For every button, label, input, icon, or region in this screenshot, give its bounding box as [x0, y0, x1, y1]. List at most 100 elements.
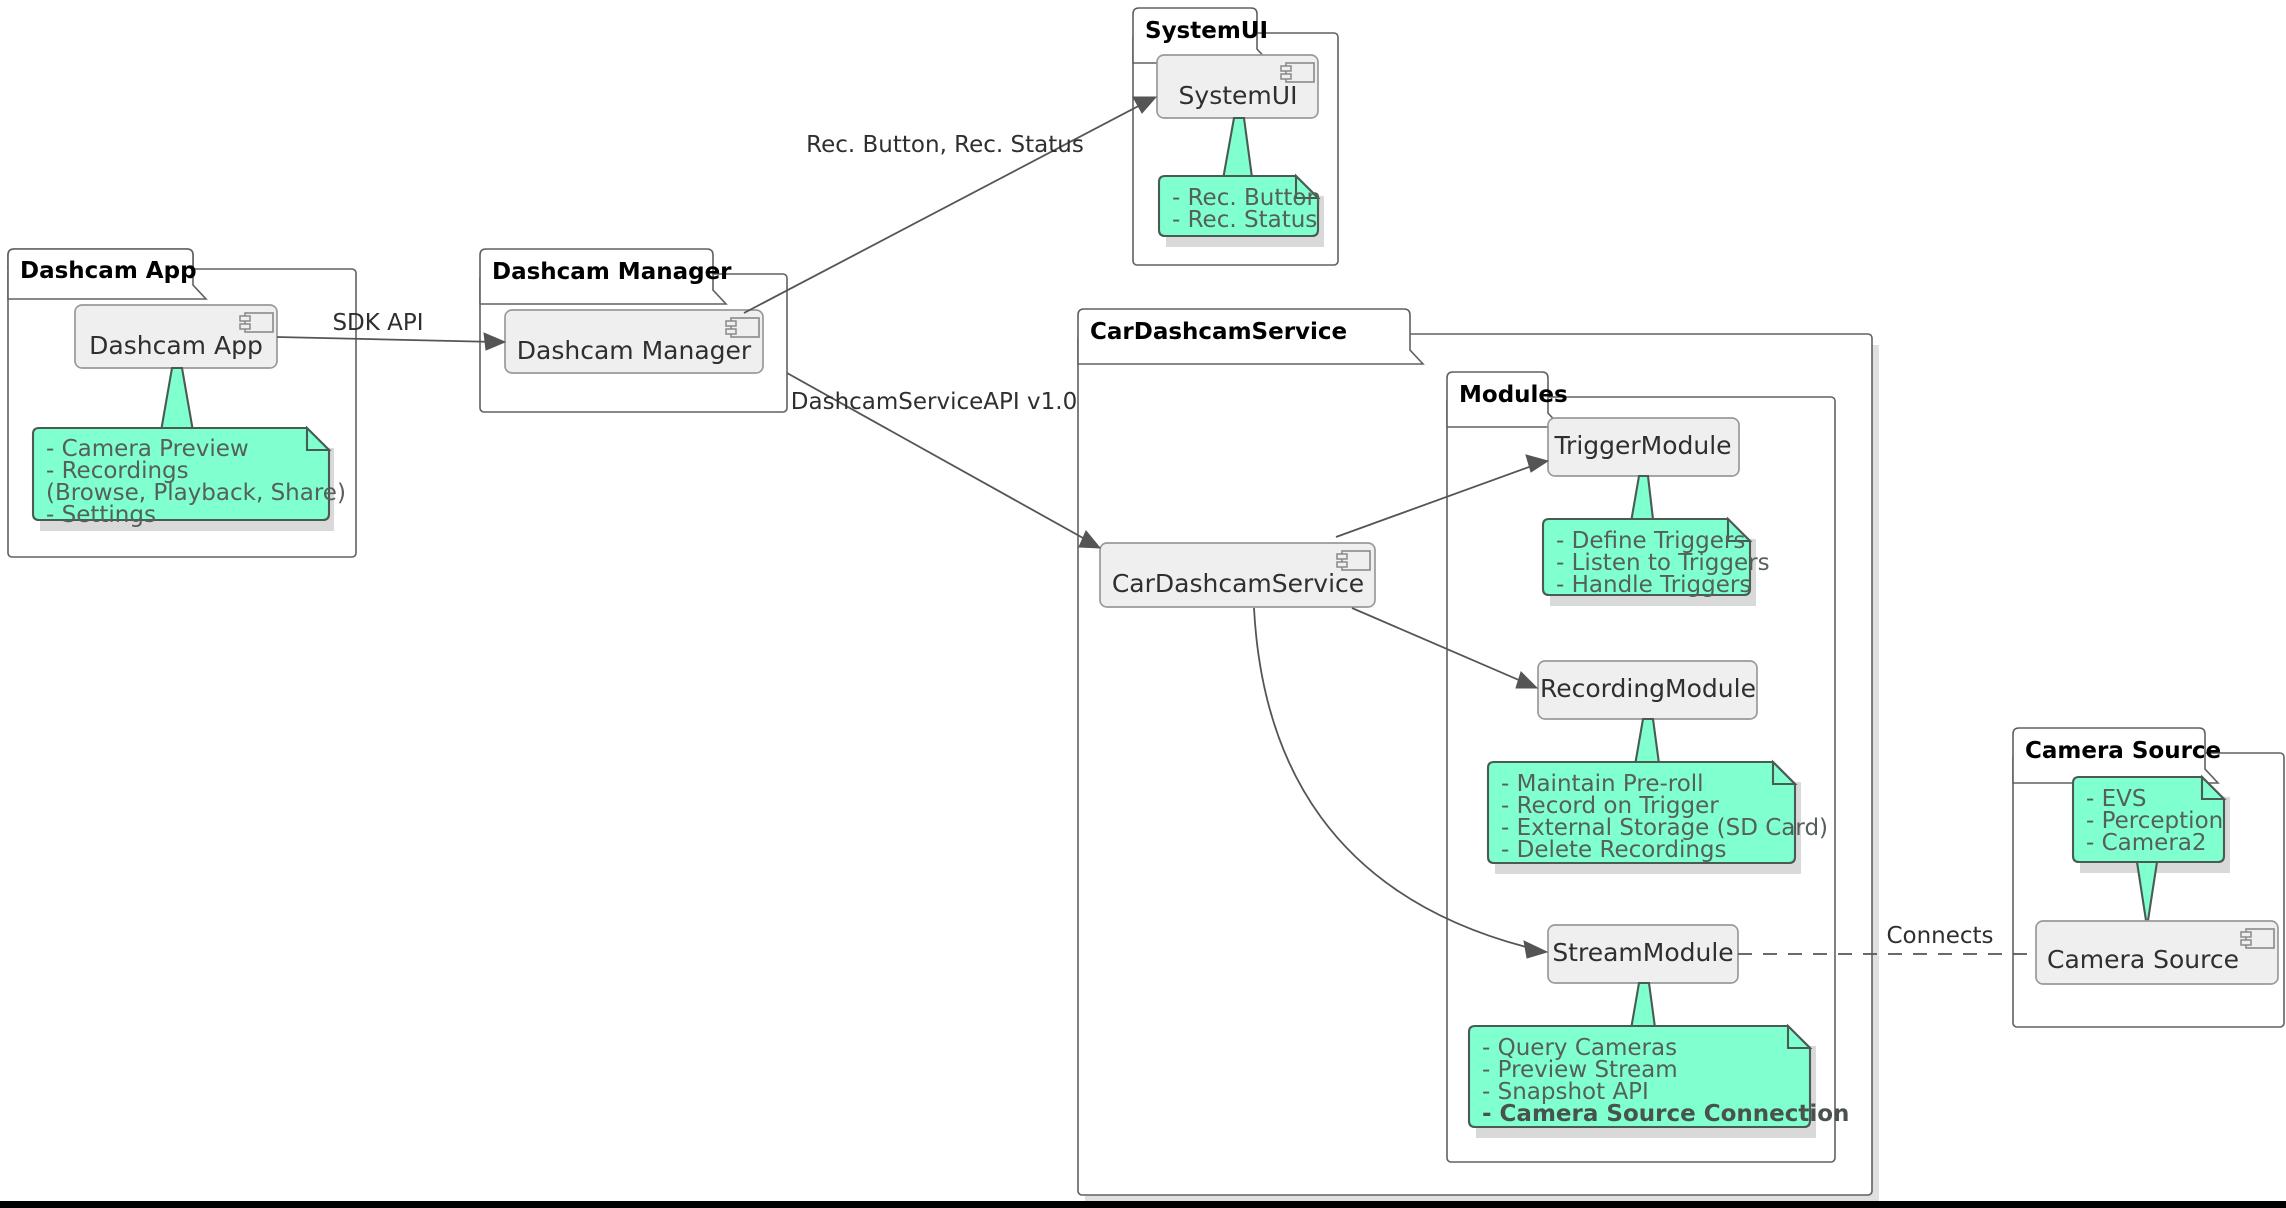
- link-service-trigger[interactable]: [1335, 454, 1550, 538]
- component-label-dashcam-manager: Dashcam Manager: [517, 336, 752, 365]
- note-trigger-module[interactable]: - Define Triggers - Listen to Triggers -…: [1541, 516, 1770, 606]
- package-title-dashcam-manager: Dashcam Manager: [492, 259, 732, 285]
- component-label-dashcam-app: Dashcam App: [89, 331, 263, 360]
- package-tab-shape-modules: [1446, 371, 1563, 428]
- note-line: - Rec. Status: [1172, 207, 1317, 233]
- uml-component-icon: [1285, 62, 1315, 83]
- link-dashcam-service-api[interactable]: DashcamServiceAPI v1.0: [786, 372, 1102, 549]
- note-line: - Recordings: [46, 458, 189, 484]
- link-rec-button-status[interactable]: Rec. Button, Rec. Status: [743, 96, 1158, 314]
- component-camera-source[interactable]: Camera Source: [2035, 920, 2279, 985]
- link-arrowhead-service-stream: [1523, 940, 1549, 959]
- note-stream-module[interactable]: - Query Cameras - Preview Stream - Snaps…: [1467, 1023, 1849, 1138]
- note-body-system-ui: [1157, 174, 1320, 238]
- note-line: - Settings: [46, 502, 156, 528]
- uml-component-icon-tab-bottom: [2240, 939, 2252, 946]
- note-anchor-camera-source: [2135, 860, 2159, 928]
- note-system-ui[interactable]: - Rec. Button - Rec. Status: [1157, 173, 1324, 247]
- package-tab-shape-dashcam-app: [7, 248, 208, 300]
- package-tab-shape-dashcam-manager: [479, 248, 728, 305]
- component-label-camera-source: Camera Source: [2047, 945, 2239, 974]
- note-fold-system-ui: [1294, 173, 1321, 200]
- link-line-dashcam-service-api: [786, 372, 1093, 544]
- link-label-sdk-api: SDK API: [332, 310, 423, 336]
- note-fold-recording-module: [1771, 759, 1798, 786]
- component-box-camera-source: [2035, 920, 2279, 985]
- link-line-service-trigger: [1335, 462, 1541, 538]
- component-label-recording-module: RecordingModule: [1540, 674, 1756, 703]
- note-camera-source[interactable]: - EVS - Perception - Camera2: [2071, 774, 2230, 873]
- link-line-service-stream: [1253, 607, 1539, 951]
- uml-component-icon-tab-bottom: [239, 323, 251, 330]
- note-line: - Maintain Pre-roll: [1501, 771, 1704, 797]
- link-arrowhead-service-recording: [1515, 671, 1539, 689]
- link-sdk-api[interactable]: SDK API: [276, 310, 507, 351]
- uml-component-icon: [2245, 928, 2275, 949]
- link-connects[interactable]: Connects: [1738, 923, 2036, 955]
- link-line-service-recording: [1351, 607, 1529, 685]
- note-body-camera-source: [2071, 775, 2226, 864]
- bottom-edge-strip: [0, 1201, 2286, 1208]
- note-line: - EVS: [2086, 786, 2146, 812]
- component-car-dashcam-service[interactable]: CarDashcamService: [1099, 542, 1376, 608]
- component-label-car-dashcam-service: CarDashcamService: [1112, 569, 1364, 598]
- uml-component-icon: [730, 317, 760, 338]
- component-stream-module[interactable]: StreamModule: [1547, 924, 1739, 984]
- link-label-connects: Connects: [1886, 923, 1993, 949]
- uml-component-icon-tab-top: [2240, 931, 2252, 938]
- package-dashcam-app[interactable]: Dashcam App Dashcam App - Camera Preview…: [7, 248, 357, 558]
- package-title-modules: Modules: [1459, 382, 1568, 408]
- component-label-system-ui: SystemUI: [1179, 81, 1298, 110]
- component-dashcam-app[interactable]: Dashcam App: [74, 304, 278, 369]
- note-line: - Record on Trigger: [1501, 793, 1719, 819]
- uml-component-icon-tab-bottom: [1336, 561, 1348, 568]
- package-dashcam-manager[interactable]: Dashcam Manager Dashcam Manager: [479, 248, 788, 413]
- component-recording-module[interactable]: RecordingModule: [1537, 660, 1758, 720]
- note-fold-stream-module: [1786, 1023, 1813, 1050]
- note-line: (Browse, Playback, Share): [46, 480, 346, 506]
- uml-component-icon: [244, 312, 274, 333]
- uml-component-icon-tab-top: [1336, 553, 1348, 560]
- link-arrowhead-rec-button-status: [1132, 96, 1158, 114]
- note-line: - Define Triggers: [1556, 528, 1745, 554]
- package-title-dashcam-app: Dashcam App: [20, 258, 197, 284]
- note-line: - Snapshot API: [1482, 1079, 1649, 1105]
- package-tab-shape-car-dashcam-service: [1077, 308, 1425, 365]
- link-line-rec-button-status: [743, 100, 1149, 314]
- note-line: - Perception: [2086, 808, 2223, 834]
- package-modules[interactable]: Modules TriggerModule - Define Triggers …: [1446, 371, 1849, 1163]
- link-service-recording[interactable]: [1351, 607, 1539, 689]
- note-dashcam-app[interactable]: - Camera Preview - Recordings (Browse, P…: [31, 425, 346, 531]
- component-system-ui[interactable]: SystemUI: [1156, 54, 1319, 119]
- package-system-ui[interactable]: SystemUI SystemUI - Rec. Button - Rec. S…: [1132, 7, 1339, 266]
- note-body-dashcam-app: [31, 426, 331, 522]
- note-line: - External Storage (SD Card): [1501, 815, 1828, 841]
- package-tab-shape-camera-source: [2012, 727, 2220, 784]
- link-arrowhead-dashcam-service-api: [1078, 530, 1102, 549]
- uml-component-icon-tab-bottom: [1280, 73, 1292, 80]
- note-body-stream-module: [1467, 1024, 1812, 1129]
- package-camera-source[interactable]: Camera Source - EVS - Perception - Camer…: [2012, 727, 2285, 1028]
- note-line: - Camera Preview: [46, 436, 249, 462]
- package-car-dashcam-service[interactable]: CarDashcamService CarDashcamService Modu…: [1077, 308, 1879, 1205]
- link-label-rec-button-status: Rec. Button, Rec. Status: [806, 132, 1084, 158]
- note-line: - Delete Recordings: [1501, 837, 1727, 863]
- link-arrowhead-service-trigger: [1525, 454, 1550, 473]
- note-line: - Handle Triggers: [1556, 572, 1751, 598]
- package-title-car-dashcam-service: CarDashcamService: [1090, 319, 1347, 345]
- note-recording-module[interactable]: - Maintain Pre-roll - Record on Trigger …: [1486, 759, 1828, 874]
- package-title-camera-source: Camera Source: [2025, 738, 2221, 764]
- note-line: - Query Cameras: [1482, 1035, 1677, 1061]
- link-service-stream[interactable]: [1253, 607, 1549, 959]
- component-dashcam-manager[interactable]: Dashcam Manager: [504, 309, 764, 374]
- link-arrowhead-sdk-api: [483, 332, 507, 351]
- note-line: - Listen to Triggers: [1556, 550, 1770, 576]
- component-trigger-module[interactable]: TriggerModule: [1547, 417, 1740, 477]
- link-line-sdk-api: [276, 336, 498, 343]
- note-fold-trigger-module: [1726, 516, 1753, 543]
- note-line: - Preview Stream: [1482, 1057, 1678, 1083]
- component-box-car-dashcam-service: [1099, 542, 1376, 608]
- uml-component-icon-tab-top: [239, 315, 251, 322]
